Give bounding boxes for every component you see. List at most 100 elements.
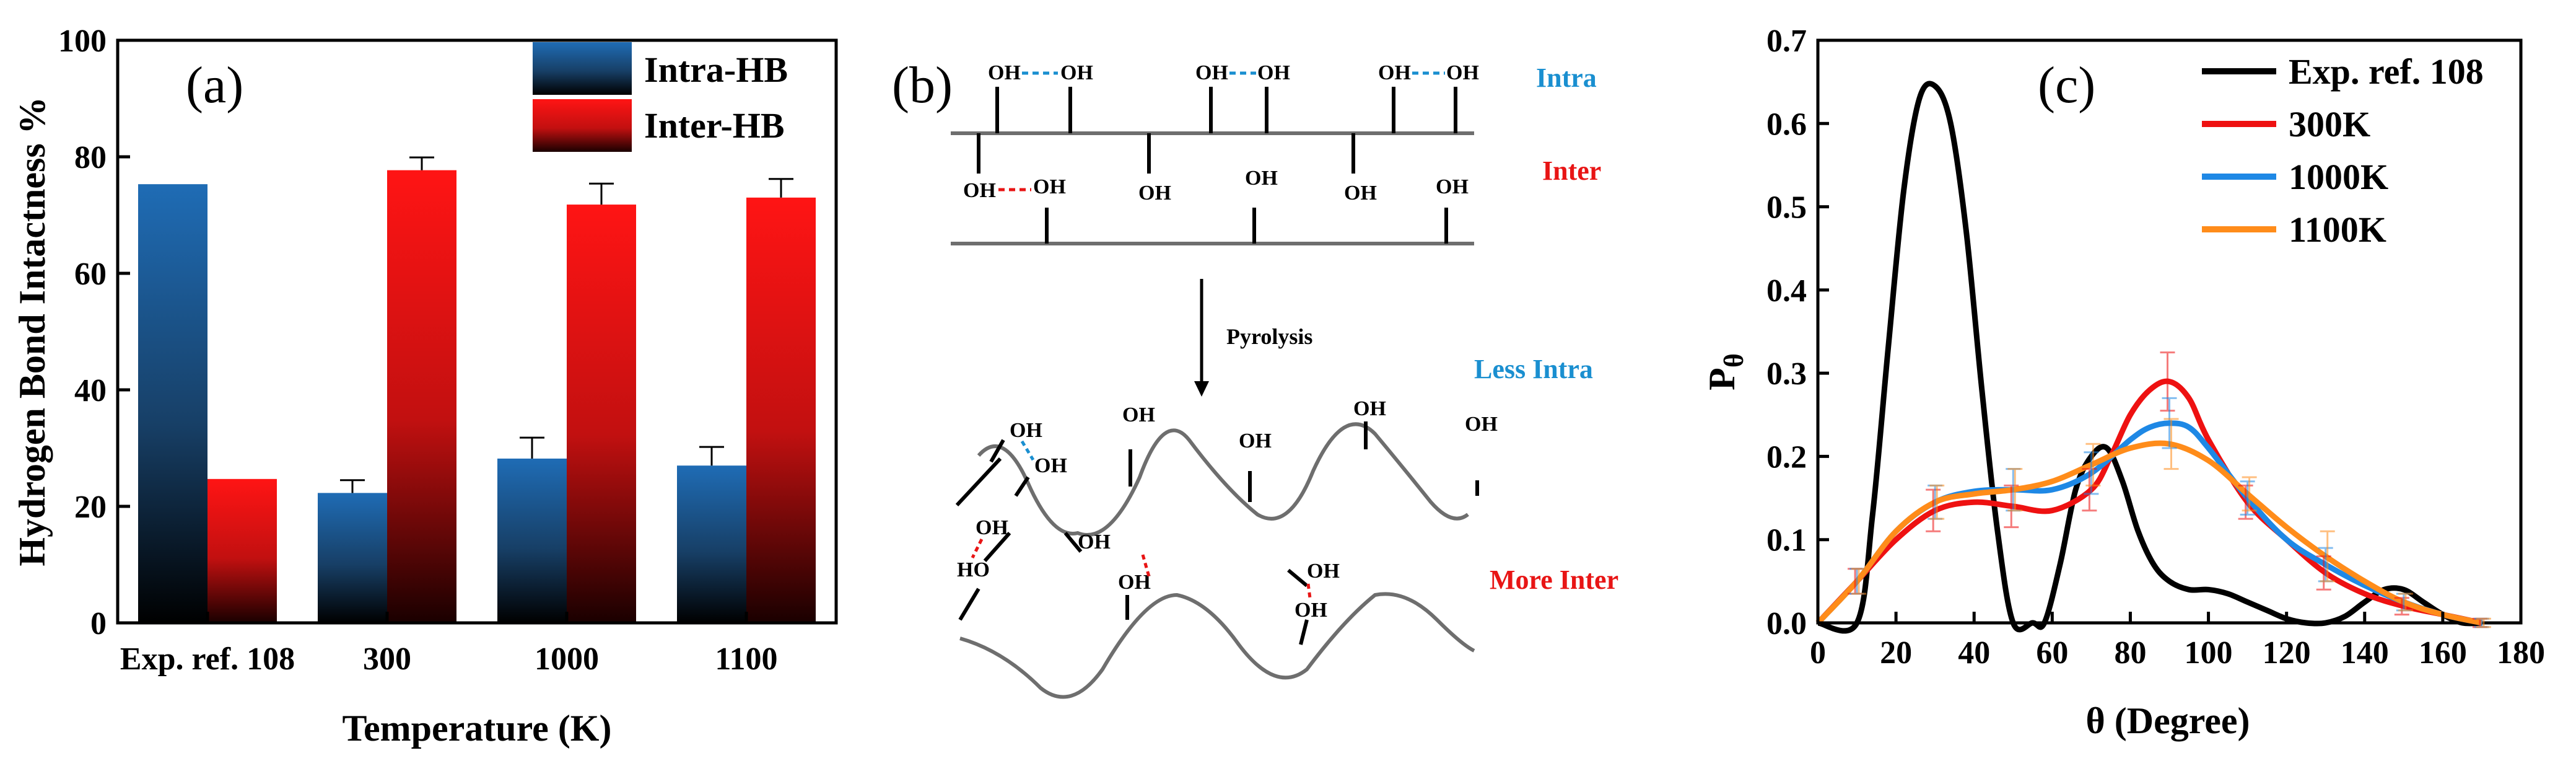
x-tick-label: 20 bbox=[1880, 635, 1912, 671]
error-bar-series-3 bbox=[1929, 484, 1945, 520]
pyrolysis-label: Pyrolysis bbox=[1226, 324, 1312, 349]
panel-c-y-axis-label: Pθ bbox=[1701, 353, 1749, 390]
series-line-3 bbox=[1815, 440, 2482, 626]
inter-label: Inter bbox=[1542, 156, 1601, 186]
panel-c-error-bars bbox=[1848, 351, 2491, 628]
y-tick-label: 0.4 bbox=[1766, 273, 1807, 309]
bar-intra-hb-0 bbox=[138, 184, 207, 623]
oh-label: OH bbox=[1257, 61, 1290, 84]
oh-label: OH bbox=[1195, 61, 1228, 84]
series-line-1 bbox=[1815, 378, 2482, 626]
x-tick-label: 180 bbox=[2497, 635, 2545, 671]
pyrolysis-arrowhead bbox=[1194, 381, 1209, 397]
bar-inter-hb-1 bbox=[387, 170, 456, 623]
oh-label: OH bbox=[963, 179, 996, 202]
oh-label: OH bbox=[1344, 182, 1377, 205]
error-bar-series-1 bbox=[1926, 488, 1941, 532]
error-bar-series-3 bbox=[2320, 530, 2335, 583]
x-tick-label: 300 bbox=[363, 641, 411, 677]
oh-label: OH bbox=[1295, 599, 1327, 622]
y-tick-label: 0.3 bbox=[1766, 356, 1807, 392]
x-tick-label: 1100 bbox=[715, 641, 777, 677]
legend-label-2: 1000K bbox=[2289, 157, 2388, 197]
error-bar-inter-hb-3 bbox=[769, 178, 793, 198]
x-tick-label: 140 bbox=[2341, 635, 2389, 671]
y-tick-label: 0.7 bbox=[1766, 24, 1807, 59]
svg-text:Pθ: Pθ bbox=[1701, 353, 1749, 390]
wavy-chain-lower bbox=[959, 592, 1475, 699]
y-tick-label: 100 bbox=[58, 24, 107, 59]
panel-a-label: (a) bbox=[186, 56, 243, 114]
panel-a-plot-frame bbox=[116, 38, 838, 625]
panel-c-x-axis-label: θ (Degree) bbox=[2085, 700, 2250, 741]
y-tick-label: 20 bbox=[74, 490, 107, 525]
ho-label: HO bbox=[957, 558, 990, 581]
bar-intra-hb-1 bbox=[318, 493, 387, 623]
oh-label: OH bbox=[1465, 413, 1498, 436]
panel-c-y-ticks: 0.00.10.20.30.40.50.60.7 bbox=[1766, 24, 1829, 641]
oh-label: OH bbox=[1118, 571, 1151, 594]
error-bar-series-1 bbox=[2082, 468, 2097, 512]
x-tick-label: 160 bbox=[2419, 635, 2467, 671]
error-bar-series-1 bbox=[2004, 484, 2019, 529]
y-tick-label: 0.5 bbox=[1766, 190, 1807, 226]
error-bar-intra-hb-3 bbox=[699, 446, 724, 466]
oh-label: OH bbox=[1436, 175, 1469, 198]
oh-label: OH bbox=[1378, 61, 1411, 84]
oh-label: OH bbox=[1353, 397, 1386, 420]
panel-a-bars bbox=[138, 170, 816, 623]
y-tick-label: 0.2 bbox=[1766, 439, 1807, 475]
panel-a-y-axis-label: Hydrogen Bond Intactness % bbox=[12, 97, 53, 566]
oh-label: OH bbox=[988, 61, 1021, 84]
legend-swatch-inter bbox=[533, 99, 632, 152]
bar-inter-hb-2 bbox=[567, 205, 636, 623]
legend-label-0: Exp. ref. 108 bbox=[2289, 51, 2484, 92]
oh-label: OH bbox=[1446, 61, 1479, 84]
oh-label: OH bbox=[1239, 430, 1272, 452]
x-tick-label: 120 bbox=[2263, 635, 2311, 671]
error-bar-series-3 bbox=[2242, 476, 2257, 512]
error-bar-series-1 bbox=[2160, 351, 2175, 412]
legend-swatch-intra bbox=[533, 42, 632, 95]
error-bar-intra-hb-2 bbox=[520, 436, 544, 459]
y-tick-label: 60 bbox=[74, 257, 107, 292]
y-tick-label: 80 bbox=[74, 140, 107, 175]
pyrolysis-hydroxyls bbox=[955, 421, 1479, 645]
oh-label: OH bbox=[976, 516, 1008, 539]
y-tick-label: 0.1 bbox=[1766, 523, 1807, 558]
error-bar-inter-hb-2 bbox=[589, 182, 614, 205]
oh-label: OH bbox=[1122, 403, 1155, 426]
bar-inter-hb-0 bbox=[207, 478, 277, 623]
error-bar-series-3 bbox=[2163, 418, 2179, 470]
panel-b-label: (b) bbox=[892, 56, 953, 114]
error-bar-series-2 bbox=[2084, 451, 2099, 495]
y-tick-label: 0.6 bbox=[1766, 107, 1807, 142]
x-tick-label: 40 bbox=[1958, 635, 1990, 671]
error-bar-series-3 bbox=[2007, 468, 2023, 512]
x-tick-label: 80 bbox=[2114, 635, 2146, 671]
intra-hb-dash bbox=[1020, 440, 1035, 461]
panel-c-plot-frame bbox=[1816, 38, 2523, 625]
legend-label-1: 300K bbox=[2289, 104, 2370, 144]
panel-a-legend: Intra-HB Inter-HB bbox=[533, 42, 788, 152]
legend-label-3: 1100K bbox=[2289, 209, 2386, 250]
bar-intra-hb-3 bbox=[677, 465, 746, 623]
y-tick-label: 0 bbox=[90, 606, 107, 641]
more-inter-label: More Inter bbox=[1490, 565, 1618, 595]
bar-intra-hb-2 bbox=[497, 458, 567, 623]
oh-label: OH bbox=[1078, 531, 1111, 553]
oh-label: OH bbox=[1033, 175, 1066, 198]
error-bar-series-1 bbox=[2316, 555, 2331, 591]
x-tick-label: 0 bbox=[1810, 635, 1826, 671]
x-tick-label: 100 bbox=[2185, 635, 2233, 671]
oh-label: OH bbox=[1307, 560, 1340, 583]
bar-inter-hb-3 bbox=[746, 197, 816, 623]
legend-label-inter: Inter-HB bbox=[644, 105, 785, 146]
oh-label: OH bbox=[1034, 454, 1067, 477]
error-bar-series-1 bbox=[2238, 484, 2253, 520]
